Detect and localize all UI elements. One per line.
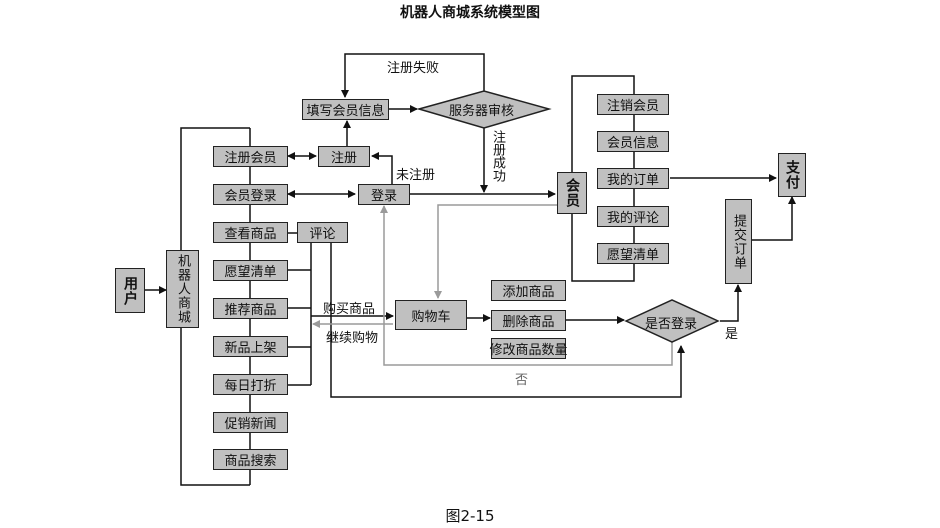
node-member: 会员 xyxy=(557,172,587,214)
edge-comment-islogged xyxy=(330,243,685,398)
edge-no xyxy=(380,205,673,366)
label-register-failed: 注册失败 xyxy=(387,61,440,76)
node-view-products: 查看商品 xyxy=(213,222,288,243)
node-cancel-member: 注销会员 xyxy=(597,94,669,115)
node-is-logged-in: 是否登录 xyxy=(645,317,698,332)
node-pay: 支付 xyxy=(778,153,806,197)
edge-member-cart xyxy=(434,204,557,299)
node-add-product: 添加商品 xyxy=(491,280,566,301)
node-mall: 机器人商城 xyxy=(166,250,199,328)
edge-register-failed xyxy=(341,53,485,98)
node-product-search: 商品搜索 xyxy=(213,449,288,470)
label-yes: 是 xyxy=(725,327,739,342)
label-buy-products: 购买商品 xyxy=(323,302,376,317)
node-member-info: 会员信息 xyxy=(597,131,669,152)
node-recommended: 推荐商品 xyxy=(213,298,288,319)
node-register: 注册 xyxy=(318,146,370,167)
node-new-arrivals: 新品上架 xyxy=(213,336,288,357)
edge-yes xyxy=(720,284,742,322)
figure-caption: 图2-15 xyxy=(445,507,495,525)
node-server-review: 服务器审核 xyxy=(449,104,515,119)
node-is-logged-in-diamond xyxy=(624,299,720,343)
node-daily-discount: 每日打折 xyxy=(213,374,288,395)
node-member-wishlist: 愿望清单 xyxy=(597,243,669,264)
node-wishlist: 愿望清单 xyxy=(213,260,288,281)
node-promo-news: 促销新闻 xyxy=(213,412,288,433)
node-submit-order: 提交订单 xyxy=(725,199,752,284)
node-member-login: 会员登录 xyxy=(213,184,288,205)
label-no: 否 xyxy=(515,373,529,388)
node-my-comments: 我的评论 xyxy=(597,206,669,227)
node-login: 登录 xyxy=(358,184,410,205)
node-cart: 购物车 xyxy=(395,300,467,330)
node-register-member: 注册会员 xyxy=(213,146,288,167)
node-delete-product: 删除商品 xyxy=(491,310,566,331)
label-continue-shopping: 继续购物 xyxy=(326,331,379,346)
label-register-success: 注册成功 xyxy=(490,130,505,182)
node-server-review-diamond xyxy=(416,90,552,129)
node-comment: 评论 xyxy=(297,222,348,243)
node-fill-info: 填写会员信息 xyxy=(302,99,389,120)
diagram-title: 机器人商城系统模型图 xyxy=(400,5,540,21)
label-not-registered: 未注册 xyxy=(396,168,436,183)
node-user: 用户 xyxy=(115,268,145,313)
node-my-orders: 我的订单 xyxy=(597,168,669,189)
edge-not-registered xyxy=(371,152,393,184)
node-modify-quantity: 修改商品数量 xyxy=(490,338,568,359)
